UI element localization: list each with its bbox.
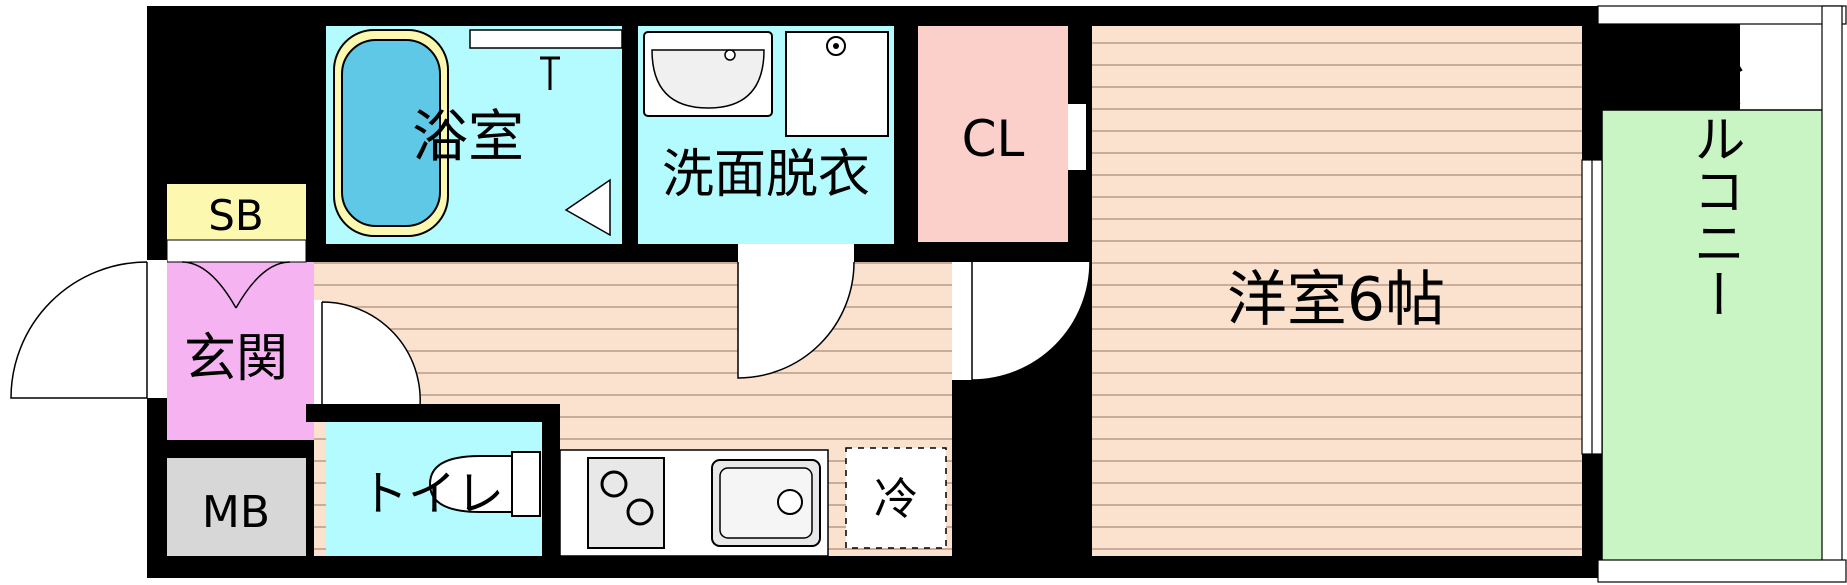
washroom-label: 洗面脱衣 <box>662 145 870 205</box>
bathroom-door <box>564 178 611 237</box>
balcony-label: バルコニー <box>1684 60 1744 320</box>
toilet-door <box>321 301 421 407</box>
western-room-area <box>1092 26 1582 556</box>
balcony-area <box>1601 109 1827 581</box>
entry-door <box>10 261 148 399</box>
western-room-label: 洋室6帖 <box>1227 265 1445 335</box>
shoe-box-label: SB <box>208 191 263 240</box>
refrigerator-label: 冷 <box>874 474 918 525</box>
meter-box-label: MB <box>202 487 270 538</box>
entrance-label: 玄関 <box>184 329 288 389</box>
refrigerator-space <box>845 447 947 549</box>
bathroom-label: 浴室 <box>412 105 524 170</box>
entrance-area <box>167 262 314 440</box>
toilet-label: トイレ <box>360 466 504 522</box>
closet-area <box>918 26 1068 242</box>
meter-box-area <box>167 458 306 556</box>
closet-label: CL <box>962 110 1025 168</box>
washroom-door <box>737 261 855 379</box>
stove <box>587 457 665 549</box>
shoe-box-area <box>167 184 306 240</box>
western-room-door <box>971 261 1091 381</box>
